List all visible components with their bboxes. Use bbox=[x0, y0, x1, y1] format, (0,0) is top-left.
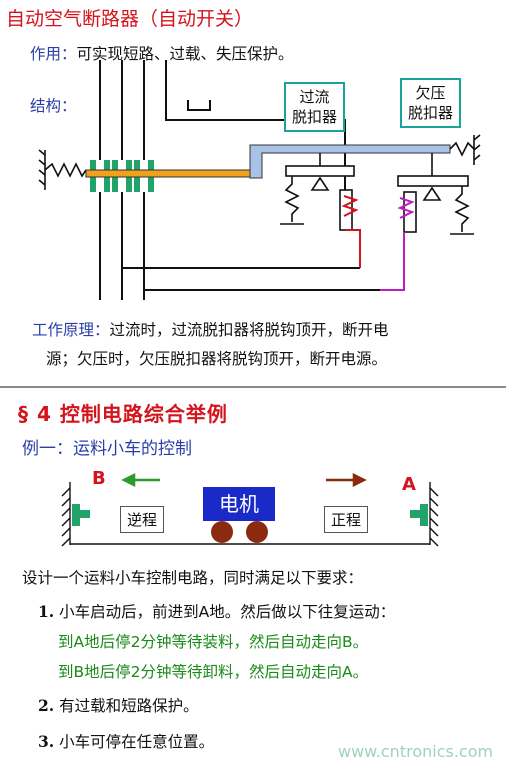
wheel-right bbox=[246, 521, 268, 543]
arrow-left bbox=[121, 472, 160, 488]
principle-text: 工作原理：过流时，过流脱扣器将脱钩顶开，断开电 源；欠压时，欠压脱扣器将脱钩顶开… bbox=[32, 316, 389, 374]
main-contacts bbox=[99, 60, 380, 300]
example-text: 运料小车的控制 bbox=[73, 439, 192, 459]
right-spring bbox=[449, 134, 481, 165]
section-title: § 4 控制电路综合举例 bbox=[18, 402, 228, 426]
page-title: 自动空气断路器（自动开关） bbox=[6, 8, 254, 30]
end-stop-left bbox=[72, 504, 90, 526]
reverse-label: 逆程 bbox=[120, 506, 165, 533]
undervoltage-trip-callout: 欠压 脱扣器 bbox=[400, 78, 462, 128]
cart-diagram bbox=[61, 472, 439, 547]
requirements-intro: 设计一个运料小车控制电路，同时满足以下要求： bbox=[22, 569, 364, 587]
wire-bottom-2 bbox=[121, 267, 360, 300]
wire-bottom-1 bbox=[143, 289, 380, 300]
left-spring bbox=[38, 149, 87, 190]
uv-coil-wire bbox=[380, 232, 405, 291]
structure-label: 结构： bbox=[30, 97, 77, 115]
example-title: 例一：运料小车的控制 bbox=[22, 434, 192, 459]
requirement-2: 2. 有过载和短路保护。 bbox=[38, 694, 199, 716]
requirement-1: 1. 小车启动后，前进到A地。然后做以下往复运动： bbox=[38, 600, 395, 622]
requirement-3-text: 小车可停在任意位置。 bbox=[59, 733, 215, 751]
requirement-2-num: 2. bbox=[38, 696, 55, 715]
principle-text-2: 源；欠压时，欠压脱扣器将脱钩顶开，断开电源。 bbox=[46, 350, 388, 368]
principle-label: 工作原理： bbox=[32, 321, 110, 339]
overcurrent-trip bbox=[280, 153, 359, 231]
motor-block: 电机 bbox=[203, 487, 275, 521]
location-a-label: A bbox=[402, 474, 416, 495]
undervoltage-trip bbox=[397, 153, 474, 235]
latch-lever bbox=[249, 144, 451, 179]
function-label: 作用： bbox=[30, 45, 77, 63]
callout-oc-line2: 脱扣器 bbox=[292, 108, 338, 126]
requirement-3-num: 3. bbox=[38, 732, 55, 751]
push-rod bbox=[85, 169, 262, 178]
forward-label: 正程 bbox=[324, 506, 369, 533]
left-wall bbox=[61, 482, 71, 547]
wire-small bbox=[187, 100, 211, 111]
watermark: www.cntronics.com bbox=[338, 742, 494, 761]
principle-line-1: 工作原理：过流时，过流脱扣器将脱钩顶开，断开电 bbox=[32, 316, 389, 345]
breaker-diagram bbox=[38, 60, 481, 300]
arrow-right bbox=[326, 472, 367, 488]
principle-text-1: 过流时，过流脱扣器将脱钩顶开，断开电 bbox=[109, 321, 389, 339]
section-divider bbox=[0, 386, 506, 388]
example-label: 例一： bbox=[22, 439, 73, 459]
requirement-2-text: 有过载和短路保护。 bbox=[59, 697, 199, 715]
requirement-1-num: 1. bbox=[38, 602, 55, 621]
wire-to-oc bbox=[165, 60, 346, 192]
location-b-label: B bbox=[92, 468, 106, 489]
wheel-left bbox=[211, 521, 233, 543]
overcurrent-trip-callout: 过流 脱扣器 bbox=[284, 82, 346, 132]
callout-uv-line2: 脱扣器 bbox=[408, 104, 454, 122]
requirement-1-sub-2: 到B地后停2分钟等待卸料，然后自动走向A。 bbox=[58, 663, 369, 681]
callout-oc-line1: 过流 bbox=[299, 88, 330, 106]
function-text: 可实现短路、过载、失压保护。 bbox=[76, 45, 294, 63]
requirement-3: 3. 小车可停在任意位置。 bbox=[38, 730, 214, 752]
function-line: 作用：可实现短路、过载、失压保护。 bbox=[30, 42, 294, 64]
requirement-1-sub-1: 到A地后停2分钟等待装料，然后自动走向B。 bbox=[58, 633, 369, 651]
requirement-1-text: 小车启动后，前进到A地。然后做以下往复运动： bbox=[59, 603, 396, 621]
right-wall bbox=[429, 482, 439, 547]
oc-coil-wire bbox=[346, 229, 361, 268]
end-stop-right bbox=[410, 504, 428, 526]
callout-uv-line1: 欠压 bbox=[415, 84, 446, 102]
